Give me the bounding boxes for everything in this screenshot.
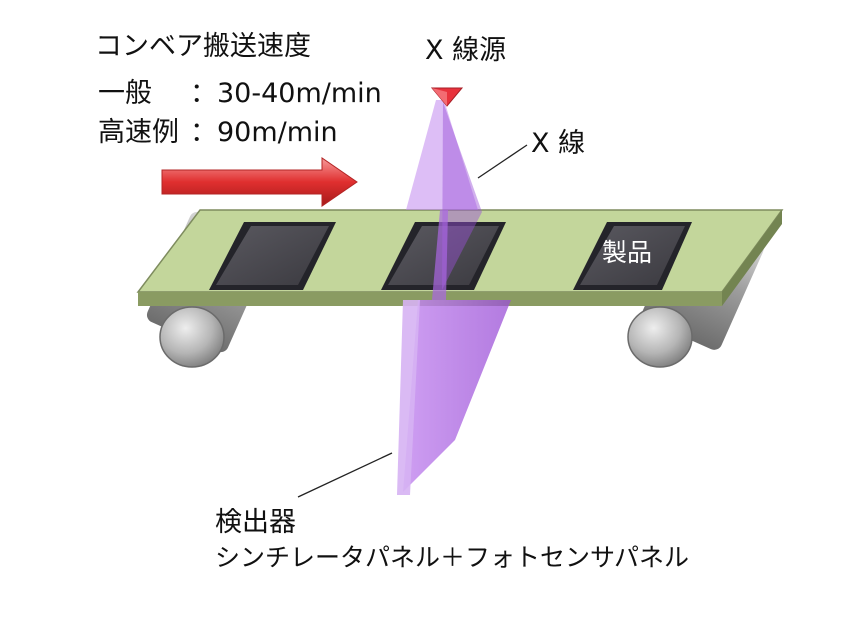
xray-beam [397, 100, 511, 495]
speed-general-value: ：30-40m/min [190, 78, 382, 109]
detector-title: 検出器 [215, 507, 296, 538]
product-3 [573, 222, 692, 290]
detector-description: シンチレータパネル＋フォトセンサパネル [215, 543, 690, 572]
product-label: 製品 [602, 238, 653, 267]
xray-source-label: X 線源 [425, 35, 507, 66]
xray-source-icon [430, 87, 464, 107]
xray-leader-line [477, 144, 528, 179]
conveyor-direction-arrow [161, 157, 358, 207]
speed-fast-value: ：90m/min [190, 117, 338, 148]
product-1 [209, 222, 336, 290]
speed-general-label: 一般 [98, 78, 152, 109]
detector-leader-line [297, 452, 393, 498]
speed-fast-label: 高速例 [98, 117, 179, 148]
xray-label: X 線 [531, 128, 586, 159]
speed-heading: コンベア搬送速度 [95, 31, 311, 62]
